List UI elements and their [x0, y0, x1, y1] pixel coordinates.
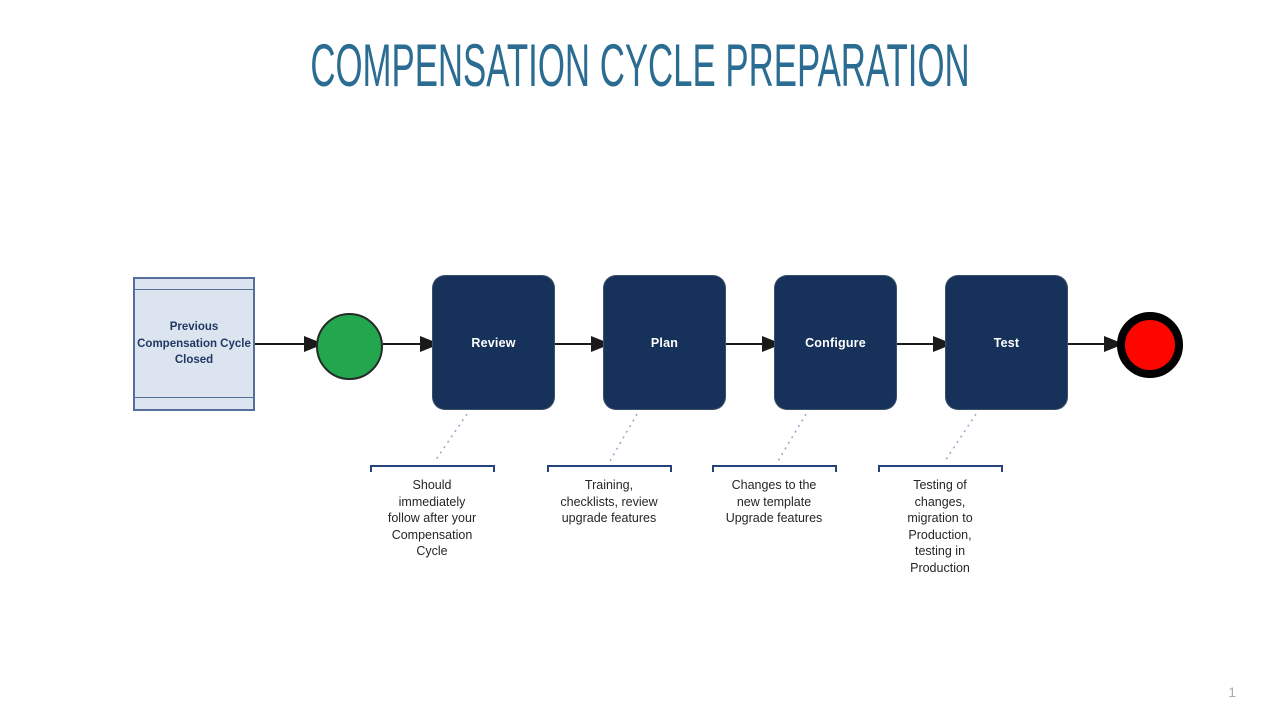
- bracket-configure: [712, 465, 837, 472]
- process-label-review: Review: [471, 335, 516, 350]
- bracket-review: [370, 465, 495, 472]
- page-title: COMPENSATION CYCLE PREPARATION: [310, 32, 970, 99]
- end-node-circle[interactable]: [1117, 312, 1183, 378]
- note-test: Testing of changes, migration to Product…: [907, 478, 973, 575]
- process-box-review[interactable]: Review: [432, 275, 555, 410]
- process-label-test: Test: [993, 335, 1020, 350]
- dotted-connector-test: [944, 413, 977, 462]
- dotted-connector-plan: [609, 413, 638, 462]
- process-box-test[interactable]: Test: [945, 275, 1068, 410]
- note-review: Should immediately follow after your Com…: [387, 478, 477, 558]
- bracket-test: [878, 465, 1003, 472]
- dotted-connector-review: [434, 413, 468, 462]
- process-label-plan: Plan: [650, 335, 679, 350]
- bracket-plan: [547, 465, 672, 472]
- note-plan: Training, checklists, review upgrade fea…: [560, 478, 658, 525]
- process-box-plan[interactable]: Plan: [603, 275, 726, 410]
- process-box-configure[interactable]: Configure: [774, 275, 897, 410]
- previous-cycle-label: Previous Compensation Cycle Closed: [137, 321, 251, 367]
- process-label-configure: Configure: [805, 335, 866, 350]
- dotted-connector-configure: [777, 413, 807, 462]
- start-node-circle[interactable]: [316, 313, 383, 380]
- note-configure: Changes to the new template Upgrade feat…: [725, 478, 823, 525]
- previous-cycle-box[interactable]: Previous Compensation Cycle Closed: [133, 277, 255, 411]
- page-number: 1: [1228, 684, 1236, 700]
